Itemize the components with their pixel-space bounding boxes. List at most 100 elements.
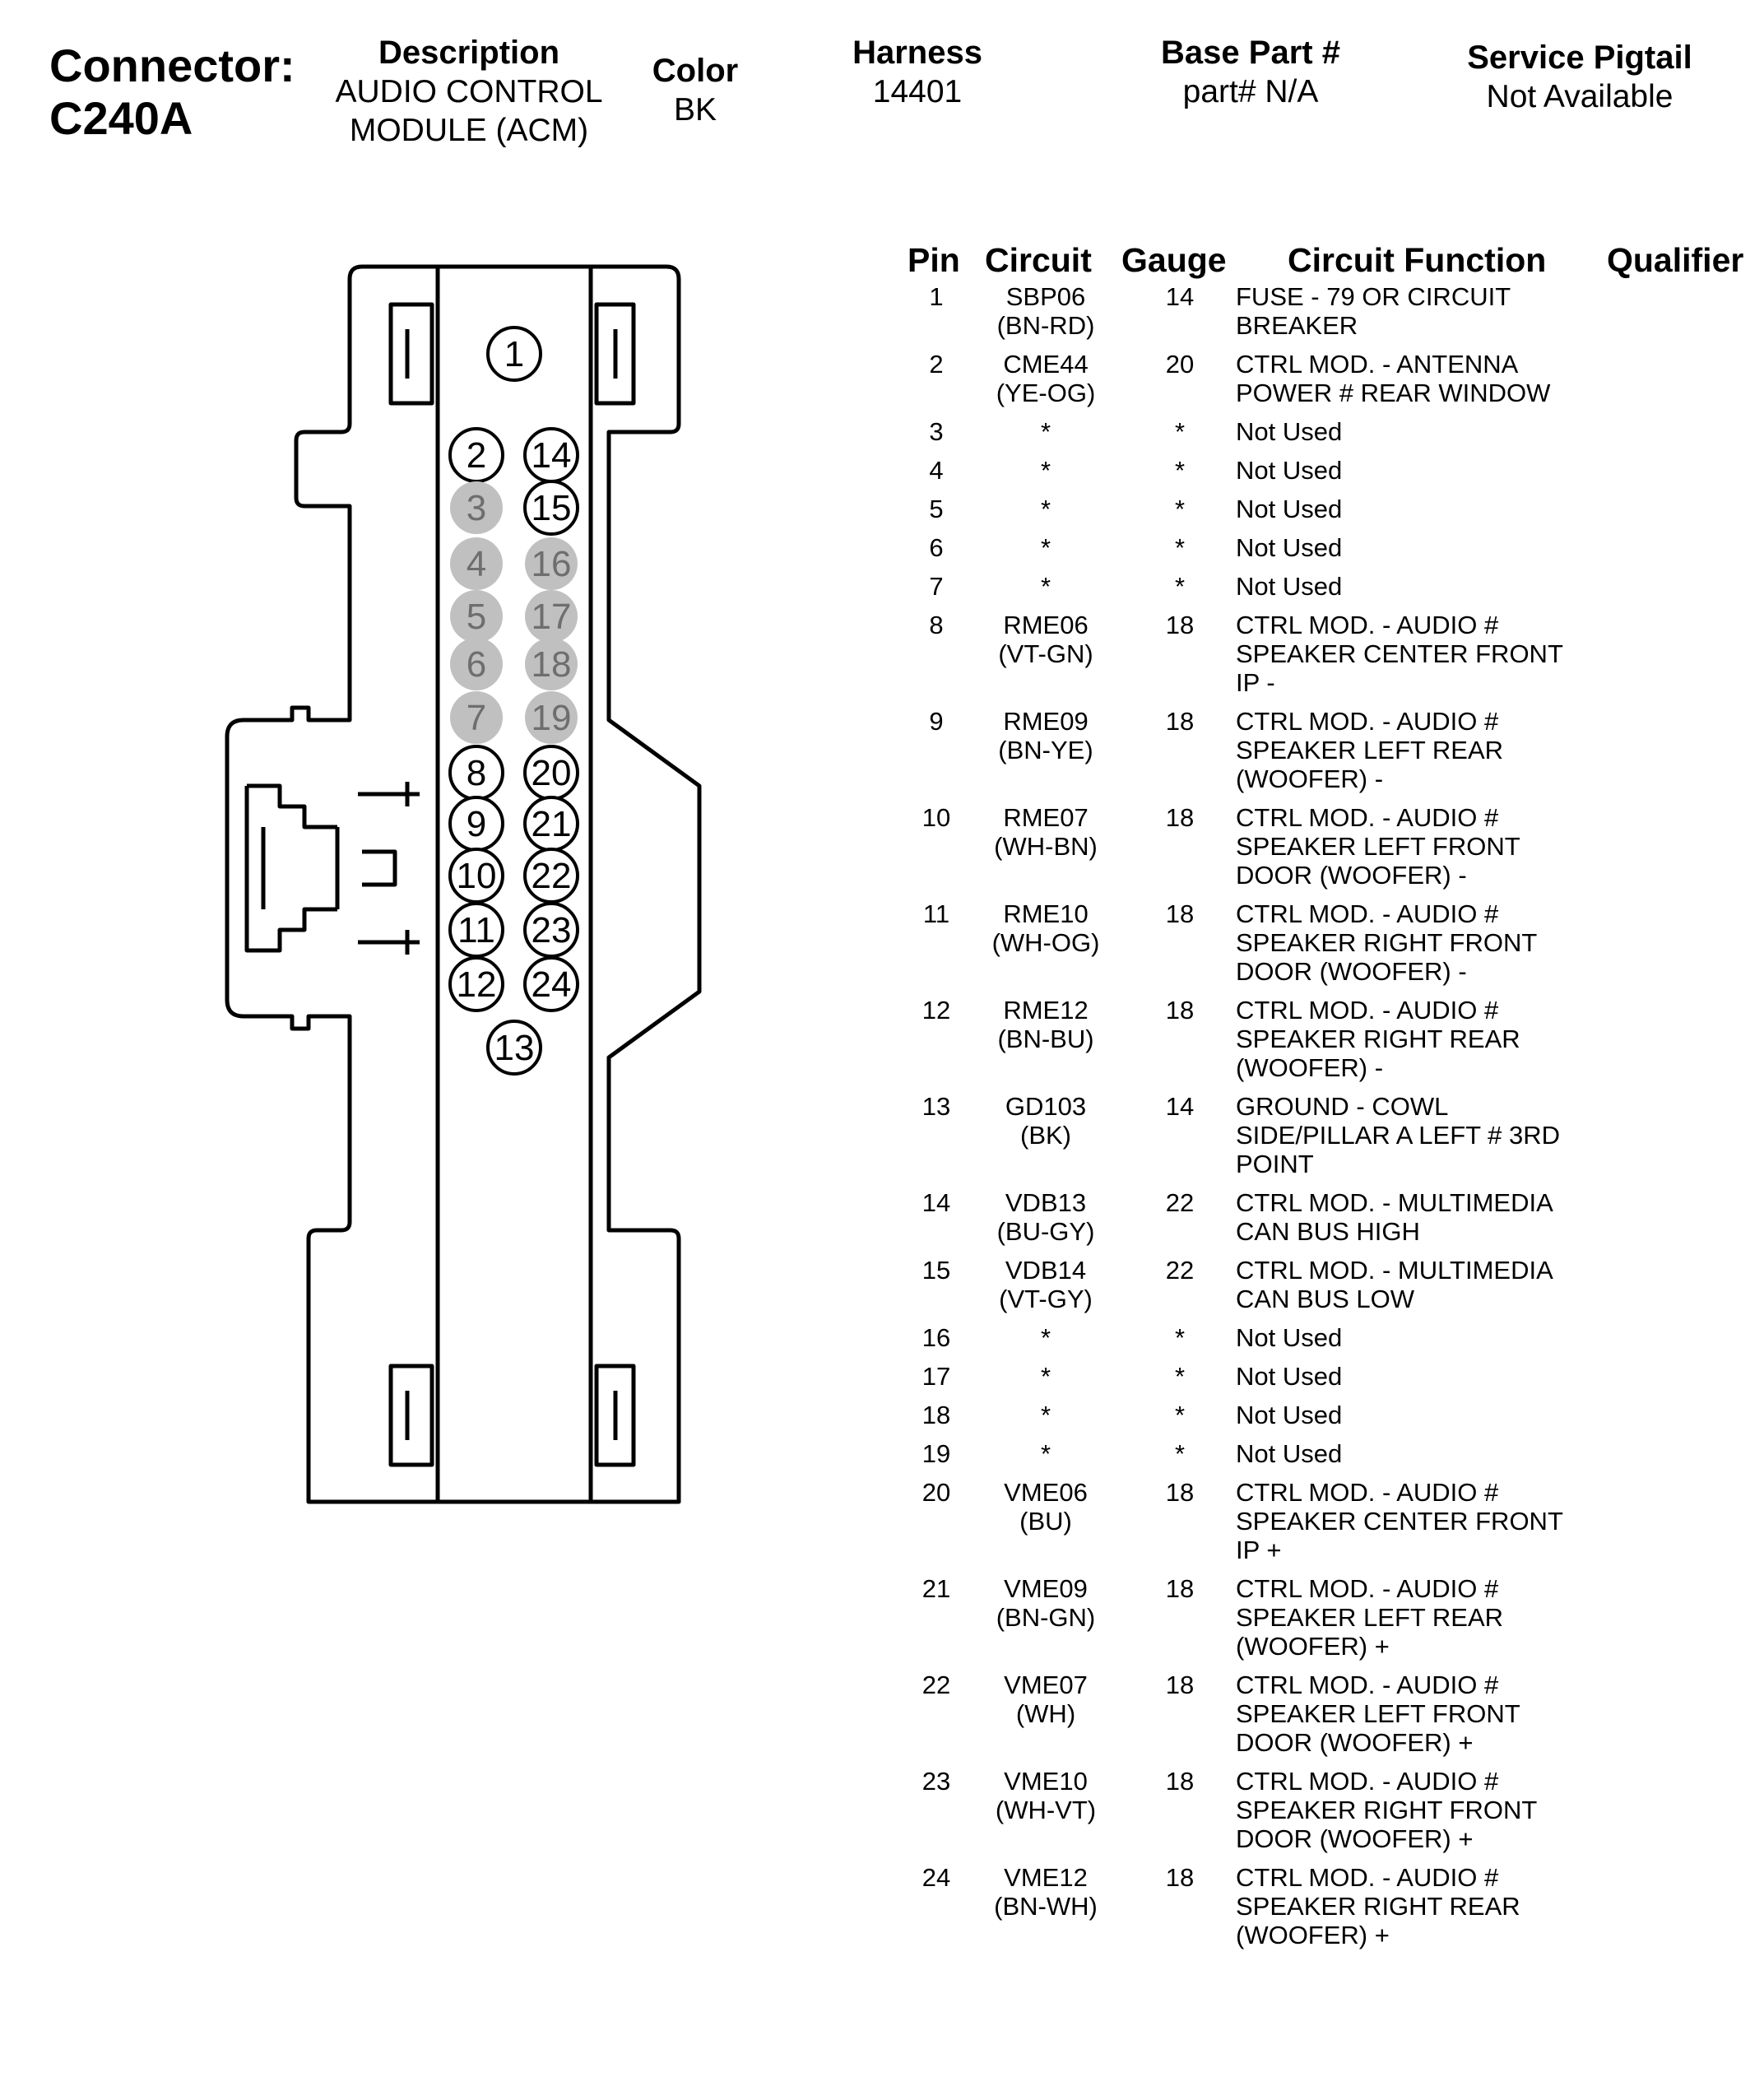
pin-number: 14 xyxy=(921,1188,951,1217)
circuit-cell: * xyxy=(980,533,1112,562)
circuit-cell: RME09(BN-YE) xyxy=(980,707,1112,764)
wire-gauge: * xyxy=(1174,1323,1186,1352)
circuit-id: * xyxy=(1040,456,1051,485)
circuit-function: Not Used xyxy=(1236,1323,1343,1352)
pin-number: 18 xyxy=(921,1401,951,1429)
pin-cavity-6: 6 xyxy=(450,638,503,690)
wire-color: (YE-OG) xyxy=(996,379,1096,407)
circuit-function: GROUND - COWL SIDE/PILLAR A LEFT # 3RD P… xyxy=(1236,1092,1560,1178)
pin-number: 22 xyxy=(921,1670,951,1699)
col-gauge-header: Gauge xyxy=(1121,241,1227,279)
pin-cavity-17: 17 xyxy=(525,590,578,643)
pin-label: 11 xyxy=(457,910,495,950)
circuit-id: * xyxy=(1040,417,1051,446)
pin-label: 24 xyxy=(532,964,572,1005)
description-line2: MODULE (ACM) xyxy=(349,113,589,148)
pin-number: 7 xyxy=(929,572,944,601)
pin-number: 11 xyxy=(922,899,950,928)
circuit-cell: RME10(WH-OG) xyxy=(980,899,1112,957)
circuit-id: CME44 xyxy=(1003,350,1089,379)
wire-gauge: * xyxy=(1174,1362,1186,1391)
circuit-id: * xyxy=(1040,495,1051,523)
wire-gauge: * xyxy=(1174,1439,1186,1468)
circuit-function: Not Used xyxy=(1236,495,1343,523)
circuit-function: CTRL MOD. - AUDIO # SPEAKER LEFT FRONT D… xyxy=(1236,803,1520,890)
wire-color: (BN-BU) xyxy=(997,1025,1094,1053)
pin-label: 18 xyxy=(532,644,572,685)
pin-circle xyxy=(450,590,503,643)
pin-label: 20 xyxy=(532,753,572,793)
pin-label: 7 xyxy=(467,698,486,738)
color-value: BK xyxy=(673,92,717,128)
pin-circle xyxy=(525,537,578,590)
wire-gauge: 20 xyxy=(1165,350,1195,379)
pin-label: 9 xyxy=(467,804,486,844)
circuit-function: CTRL MOD. - MULTIMEDIA CAN BUS LOW xyxy=(1236,1256,1553,1313)
circuit-cell: CME44(YE-OG) xyxy=(980,350,1112,407)
connector-label: Connector: xyxy=(49,39,295,91)
wire-gauge: 18 xyxy=(1165,1863,1195,1892)
circuit-cell: VDB13(BU-GY) xyxy=(980,1188,1112,1246)
circuit-function: CTRL MOD. - AUDIO # SPEAKER CENTER FRONT… xyxy=(1236,1478,1563,1564)
pin-number: 2 xyxy=(929,350,944,379)
pin-cavity-20: 20 xyxy=(523,745,579,801)
connector-title-block: Connector: C240A xyxy=(49,39,321,145)
wire-color: (BN-RD) xyxy=(996,311,1095,340)
pin-cavity-9: 9 xyxy=(448,796,504,852)
wire-gauge: 18 xyxy=(1165,611,1195,639)
circuit-cell: * xyxy=(980,456,1112,485)
pin-number: 13 xyxy=(921,1092,951,1121)
pin-circle xyxy=(450,481,503,534)
wire-gauge: 18 xyxy=(1165,899,1195,928)
circuit-cell: * xyxy=(980,572,1112,601)
circuit-function: Not Used xyxy=(1236,417,1343,446)
wire-gauge: 18 xyxy=(1165,707,1195,736)
circuit-cell: * xyxy=(980,1439,1112,1468)
circuit-cell: GD103(BK) xyxy=(980,1092,1112,1150)
pin-label: 16 xyxy=(532,544,572,584)
pin-circle xyxy=(525,638,578,690)
pin-circle xyxy=(525,590,578,643)
service-pigtail-value: Not Available xyxy=(1486,79,1673,114)
wire-gauge: * xyxy=(1174,572,1186,601)
pin-label: 2 xyxy=(467,435,486,476)
pin-cavity-18: 18 xyxy=(525,638,578,690)
circuit-id: VME06 xyxy=(1004,1478,1088,1507)
circuit-id: * xyxy=(1040,1323,1051,1352)
pin-number: 8 xyxy=(929,611,944,639)
wire-gauge: 18 xyxy=(1165,1574,1195,1603)
wire-gauge: 18 xyxy=(1165,1670,1195,1699)
pin-circle xyxy=(525,691,578,744)
wire-gauge: 18 xyxy=(1165,1478,1195,1507)
wire-color: (WH-OG) xyxy=(991,928,1100,957)
pin-number: 5 xyxy=(929,495,944,523)
circuit-cell: VME07(WH) xyxy=(980,1670,1112,1728)
wire-color: (BN-GN) xyxy=(996,1603,1096,1632)
circuit-function: CTRL MOD. - AUDIO # SPEAKER LEFT REAR (W… xyxy=(1236,707,1504,793)
circuit-function: Not Used xyxy=(1236,456,1343,485)
circuit-id: RME09 xyxy=(1003,707,1089,736)
pin-cavity-19: 19 xyxy=(525,691,578,744)
wire-color: (BU) xyxy=(1019,1507,1072,1536)
wire-gauge: 18 xyxy=(1165,996,1195,1025)
description-line1: AUDIO CONTROL xyxy=(335,74,603,109)
pin-cavity-23: 23 xyxy=(523,902,579,958)
wire-gauge: 14 xyxy=(1165,1092,1195,1121)
circuit-id: GD103 xyxy=(1005,1092,1087,1121)
circuit-id: RME06 xyxy=(1003,611,1089,639)
pin-cavity-14: 14 xyxy=(523,427,579,483)
wire-color: (VT-GY) xyxy=(999,1285,1093,1313)
pin-label: 23 xyxy=(532,910,572,950)
pin-number: 4 xyxy=(929,456,944,485)
circuit-id: * xyxy=(1040,1362,1051,1391)
pin-circle xyxy=(486,1020,542,1076)
pin-label: 3 xyxy=(467,488,486,528)
service-pigtail-title: Service Pigtail xyxy=(1467,39,1692,76)
wire-gauge: * xyxy=(1174,533,1186,562)
pin-number: 6 xyxy=(929,533,944,562)
circuit-cell: VME12(BN-WH) xyxy=(980,1863,1112,1921)
pin-cavity-24: 24 xyxy=(523,956,579,1012)
pin-label: 1 xyxy=(504,334,524,374)
circuit-cell: SBP06(BN-RD) xyxy=(980,282,1112,340)
wire-gauge: * xyxy=(1174,495,1186,523)
